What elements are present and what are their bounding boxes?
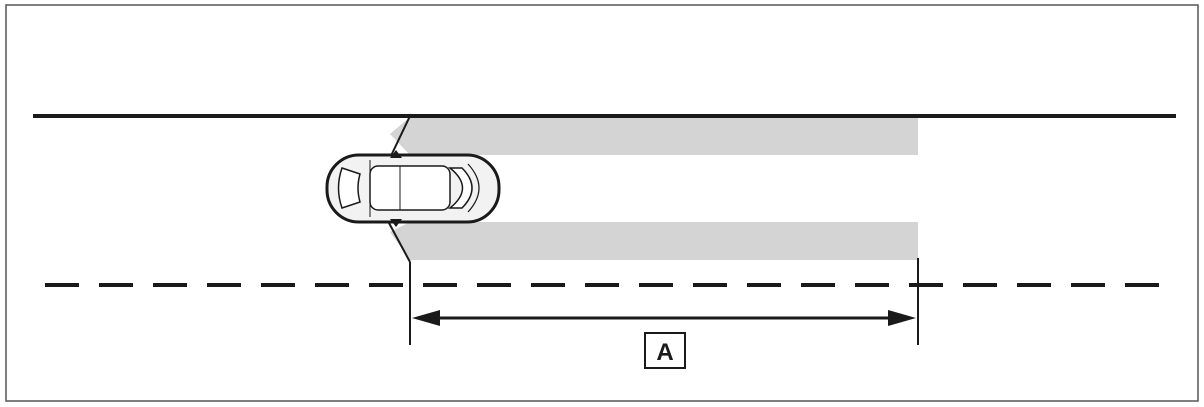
dimension-arrowhead-left xyxy=(412,310,440,326)
detection-zone-top xyxy=(390,117,918,155)
dimension-label: A xyxy=(656,339,673,366)
dimension-arrowhead-right xyxy=(888,310,916,326)
car-mirror-left xyxy=(390,150,402,158)
car-top-view-icon xyxy=(325,150,501,227)
car-roof xyxy=(369,165,451,211)
car-rear-window xyxy=(337,167,361,209)
car-windshield xyxy=(447,167,473,209)
car-hood-line xyxy=(467,163,480,213)
sensor-range-edge-top xyxy=(388,115,411,161)
sensor-range-edge-bottom xyxy=(388,222,411,263)
diagram-frame xyxy=(5,4,1199,402)
car-mirror-right xyxy=(390,219,402,227)
dimension-label-box xyxy=(644,332,686,369)
detection-zone-bottom xyxy=(390,222,918,260)
